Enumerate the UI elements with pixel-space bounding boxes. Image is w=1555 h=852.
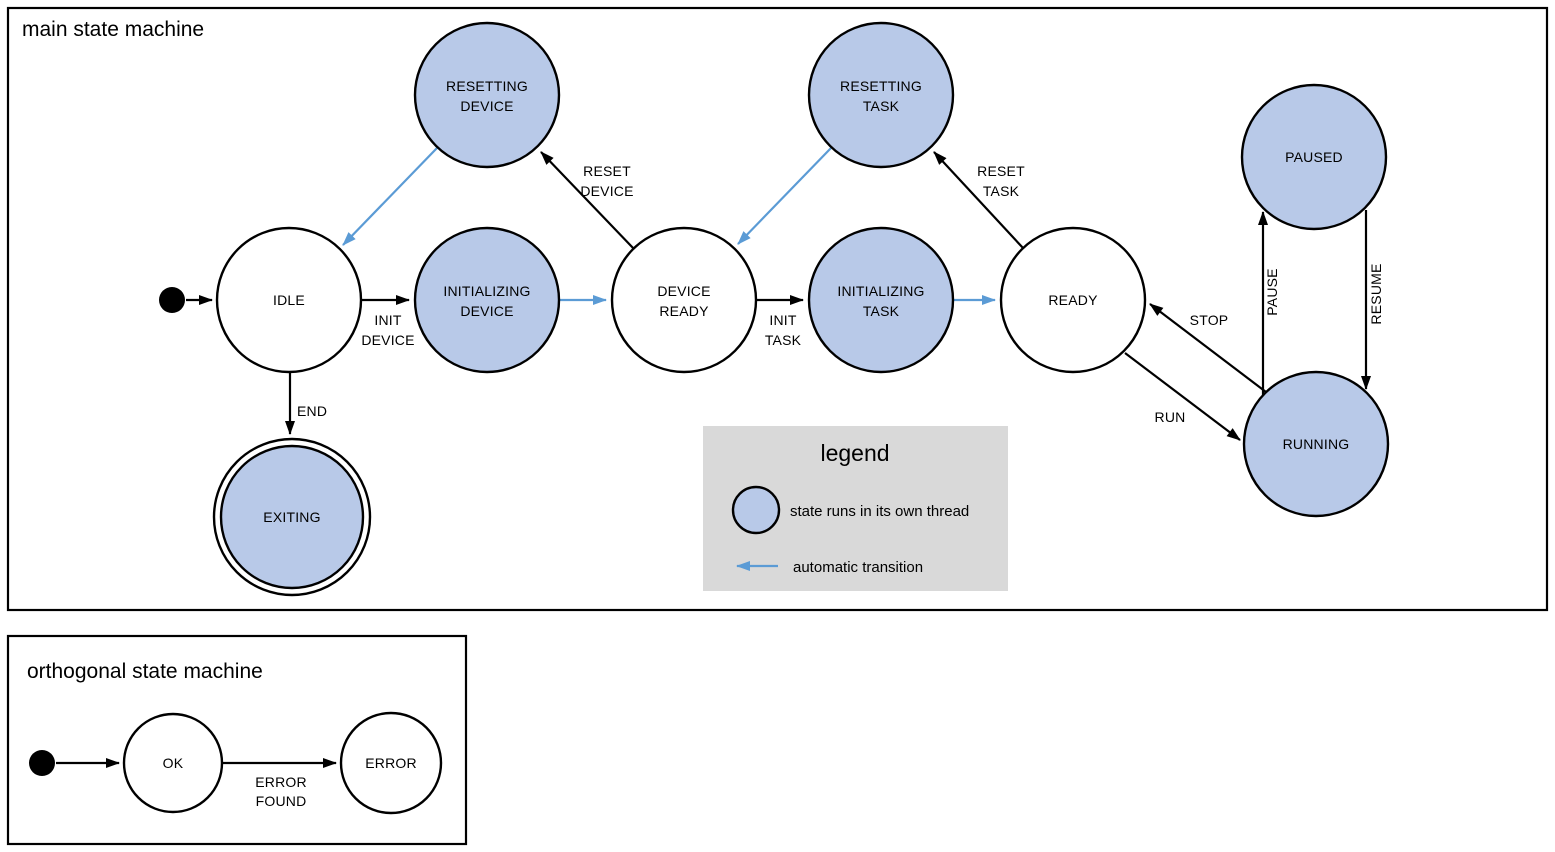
legend-thread-state-label: state runs in its own thread — [790, 503, 969, 520]
transition-label-init-task: TASK — [765, 332, 802, 348]
initial-state-marker — [29, 750, 55, 776]
state-initializing-device — [413, 226, 561, 374]
transition-label-pause: PAUSE — [1264, 268, 1280, 315]
transition-label-reset-task: TASK — [983, 183, 1020, 199]
transition-resetting-device-to-idle-automatic — [342, 147, 438, 246]
legend-automatic-transition-label: automatic transition — [793, 559, 923, 576]
state-ready — [999, 226, 1147, 374]
initial-state-marker — [159, 287, 185, 313]
state-idle — [215, 226, 363, 374]
state-idle-label: IDLE — [273, 292, 305, 308]
transition-label-error-found: ERROR — [255, 774, 307, 790]
transition-label-init-device: DEVICE — [361, 332, 414, 348]
orthogonal-state-machine-frame — [6, 634, 468, 846]
transition-resetting-task-to-device-ready-automatic — [737, 147, 832, 245]
transition-label-resume: RESUME — [1368, 263, 1384, 324]
transition-ready-to-running-run — [1124, 352, 1241, 441]
state-paused-label: PAUSED — [1285, 149, 1343, 165]
state-resetting-task — [807, 21, 955, 169]
legend: legend state runs in its own thread auto… — [703, 426, 1008, 591]
orthogonal-state-machine-title: orthogonal state machine — [27, 660, 263, 683]
state-initializing-device-label: DEVICE — [460, 303, 513, 319]
state-initializing-task-label: TASK — [863, 303, 900, 319]
state-running-label: RUNNING — [1283, 436, 1350, 452]
state-exiting-label: EXITING — [263, 509, 320, 525]
state-initializing-task-label: INITIALIZING — [837, 283, 924, 299]
transition-device-ready-to-resetting-device — [540, 151, 635, 250]
state-resetting-task-label: TASK — [863, 98, 900, 114]
transition-label-init-task: INIT — [769, 312, 796, 328]
transition-label-reset-task: RESET — [977, 163, 1025, 179]
transition-label-init-device: INIT — [374, 312, 401, 328]
state-ok — [122, 712, 224, 814]
main-state-machine: main state machine INIT DEVICE INIT TASK… — [6, 6, 1549, 612]
state-device-ready-label: READY — [659, 303, 709, 319]
orthogonal-state-machine: orthogonal state machine ERROR FOUND OK … — [6, 634, 468, 846]
state-paused — [1240, 83, 1388, 231]
state-exiting — [219, 444, 365, 590]
state-initializing-task — [807, 226, 955, 374]
transition-label-reset-device: DEVICE — [580, 183, 633, 199]
state-ready-label: READY — [1048, 292, 1098, 308]
transition-label-run: RUN — [1155, 409, 1186, 425]
state-resetting-task-label: RESETTING — [840, 78, 922, 94]
main-state-machine-title: main state machine — [22, 18, 204, 41]
state-running — [1242, 370, 1390, 518]
legend-thread-state-icon — [731, 485, 781, 535]
state-resetting-device — [413, 21, 561, 169]
state-resetting-device-label: DEVICE — [460, 98, 513, 114]
main-state-machine-frame — [6, 6, 1549, 612]
transition-label-reset-device: RESET — [583, 163, 631, 179]
state-initializing-device-label: INITIALIZING — [443, 283, 530, 299]
transition-label-stop: STOP — [1190, 312, 1229, 328]
transition-ready-to-resetting-task — [933, 151, 1024, 249]
state-ok-label: OK — [163, 755, 184, 771]
transition-running-to-ready-stop — [1149, 303, 1267, 393]
state-error-label: ERROR — [365, 755, 417, 771]
transition-label-end: END — [297, 403, 327, 419]
transition-label-error-found: FOUND — [256, 793, 307, 809]
state-device-ready — [610, 226, 758, 374]
state-device-ready-label: DEVICE — [657, 283, 710, 299]
state-resetting-device-label: RESETTING — [446, 78, 528, 94]
state-error — [339, 711, 443, 815]
legend-title: legend — [820, 440, 889, 466]
